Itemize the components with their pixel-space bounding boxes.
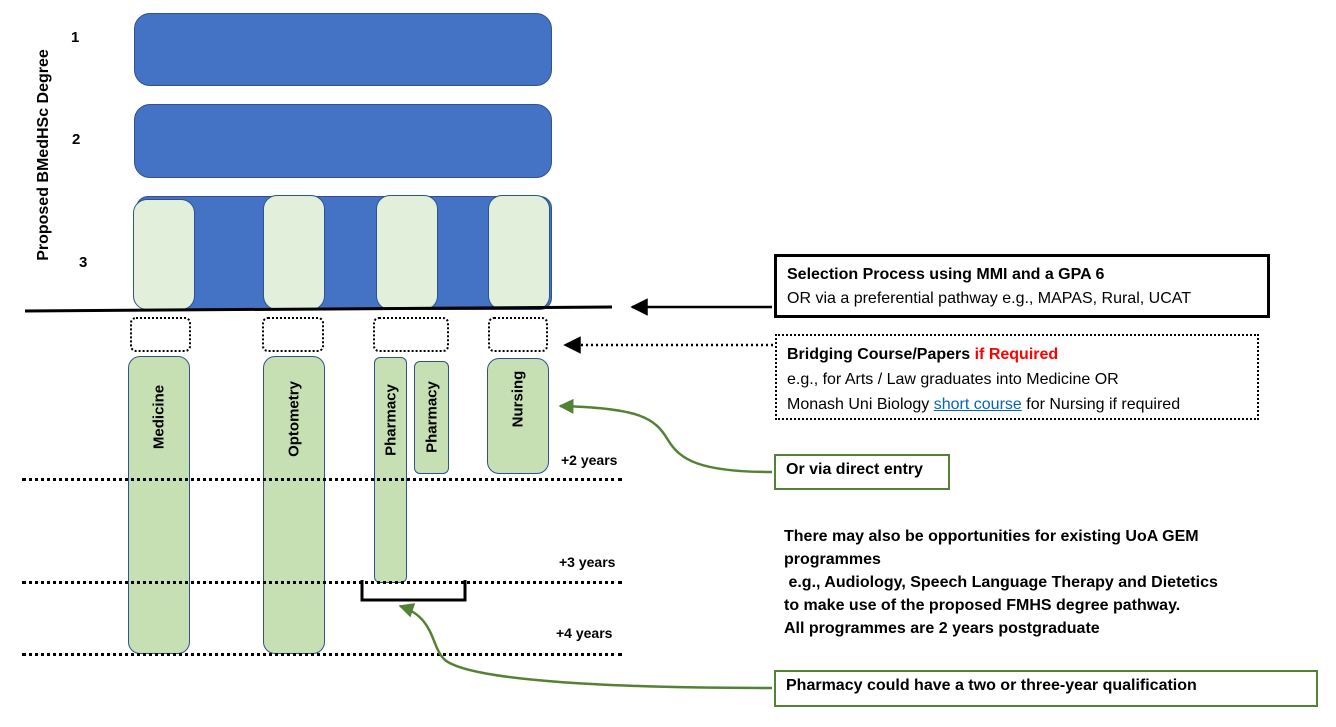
opportunities-line-1: There may also be opportunities for exis… xyxy=(784,528,1199,545)
timeline-line-3-years xyxy=(22,581,622,584)
year3-nursing-block xyxy=(488,195,550,310)
selection-process-subtitle: OR via a preferential pathway e.g., MAPA… xyxy=(787,290,1192,307)
bridging-course-example: e.g., for Arts / Law graduates into Medi… xyxy=(787,371,1119,388)
year-3-label: 3 xyxy=(79,254,88,271)
direct-entry-text: Or via direct entry xyxy=(786,461,923,478)
programme-nursing: Nursing xyxy=(487,358,549,474)
bridging-course-nursing: Monash Uni Biology short course for Nurs… xyxy=(787,396,1181,413)
year-2-label: 2 xyxy=(72,131,81,148)
year3-medicine-block xyxy=(133,199,195,310)
degree-year-2-bar xyxy=(134,104,552,178)
bridging-slot-pharmacy xyxy=(373,317,449,352)
year3-optometry-block xyxy=(263,195,325,310)
opportunities-line-4: to make use of the proposed FMHS degree … xyxy=(784,597,1181,614)
opportunities-line-5: All programmes are 2 years postgraduate xyxy=(784,620,1100,637)
year3-pharmacy-block xyxy=(376,195,438,310)
programme-pharmacy-2yr: Pharmacy xyxy=(414,361,449,474)
bridging-course-box: Bridging Course/Papers if Required e.g.,… xyxy=(775,334,1259,420)
timeline-label-4-years: +4 years xyxy=(556,625,613,641)
direct-entry-arrow xyxy=(558,398,773,474)
bridging-slot-medicine xyxy=(130,317,191,352)
degree-divider-line xyxy=(24,305,613,313)
timeline-line-2-years xyxy=(22,478,622,481)
timeline-label-2-years: +2 years xyxy=(561,452,618,468)
selection-process-title: Selection Process using MMI and a GPA 6 xyxy=(787,266,1105,283)
bridging-slot-nursing xyxy=(488,317,548,352)
timeline-label-3-years: +3 years xyxy=(559,554,616,570)
if-required-highlight: if Required xyxy=(974,346,1059,363)
opportunities-text: There may also be opportunities for exis… xyxy=(784,525,1284,640)
programme-pharmacy-3yr: Pharmacy xyxy=(374,357,407,583)
timeline-line-4-years xyxy=(22,653,622,656)
short-course-link[interactable]: short course xyxy=(933,396,1022,413)
pharmacy-bracket xyxy=(360,580,467,602)
bridging-course-title: Bridging Course/Papers if Required xyxy=(787,346,1059,363)
opportunities-line-2: programmes xyxy=(784,551,881,568)
programme-medicine: Medicine xyxy=(128,356,190,654)
year-1-label: 1 xyxy=(71,29,80,46)
bridging-slot-optometry xyxy=(262,317,324,352)
selection-process-box: Selection Process using MMI and a GPA 6 … xyxy=(774,254,1270,318)
degree-year-1-bar xyxy=(134,13,552,86)
pharmacy-note-callout: Pharmacy could have a two or three-year … xyxy=(774,670,1318,707)
pharmacy-note-arrow xyxy=(398,603,773,690)
opportunities-line-3: e.g., Audiology, Speech Language Therapy… xyxy=(784,574,1218,591)
direct-entry-callout: Or via direct entry xyxy=(774,454,950,490)
pharmacy-note-text: Pharmacy could have a two or three-year … xyxy=(786,677,1197,694)
